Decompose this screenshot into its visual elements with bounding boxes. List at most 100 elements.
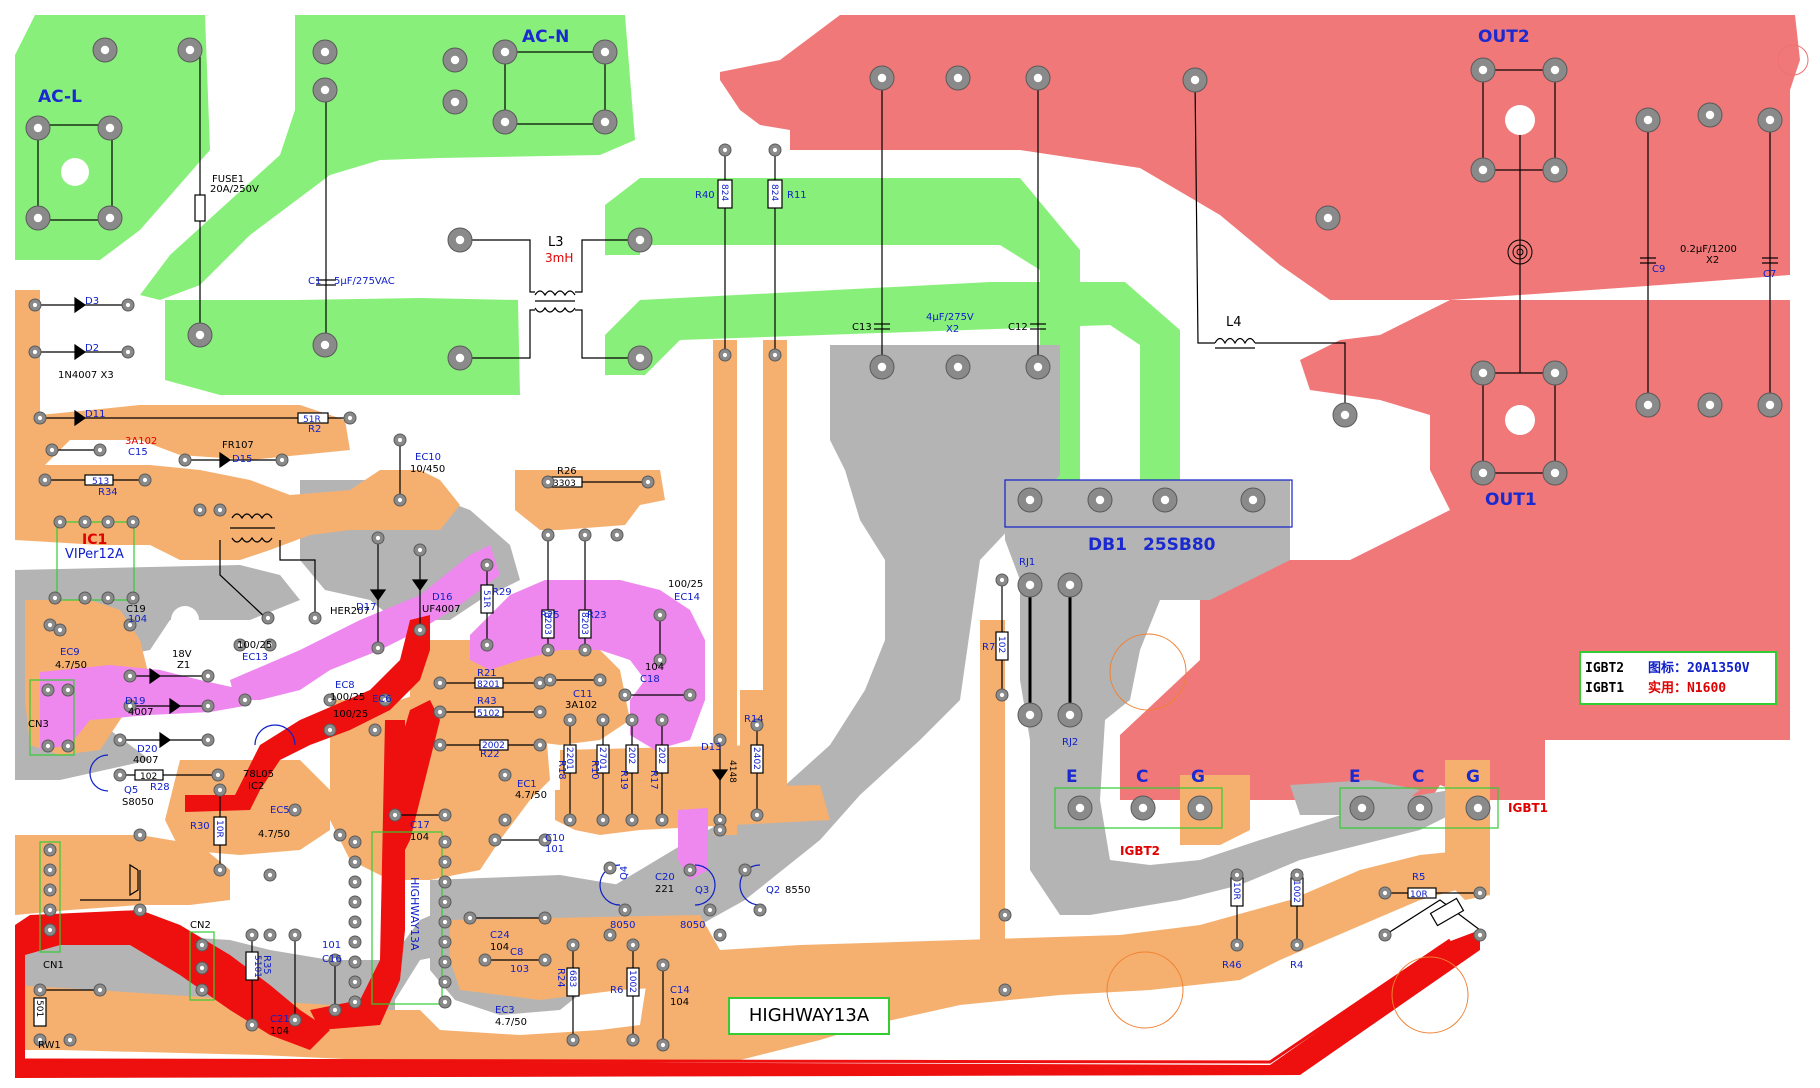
r18-val: 2201 xyxy=(564,747,574,770)
magenta-mid xyxy=(230,545,500,700)
l3-val: 3mH xyxy=(545,251,573,265)
pad-hole xyxy=(542,915,548,921)
magenta-left xyxy=(40,665,250,750)
q2-val: 8550 xyxy=(785,885,810,896)
r30-val: 10R xyxy=(214,820,224,838)
r29-body xyxy=(480,584,494,614)
pad-hole xyxy=(1033,73,1043,83)
ec3-val: 4.7/50 xyxy=(495,1017,527,1028)
r14-body xyxy=(750,744,764,774)
pad-hole xyxy=(327,727,333,733)
r5-label: R5 xyxy=(1412,872,1425,883)
pad-hole xyxy=(455,353,465,363)
pad-hole xyxy=(437,680,443,686)
q2-outline xyxy=(739,864,761,906)
l4-coil xyxy=(1214,337,1256,345)
d2-d3-val: 1N4007 X3 xyxy=(58,370,114,381)
pad-hole xyxy=(1477,890,1483,896)
r7-val: 102 xyxy=(996,636,1006,653)
pad-hole xyxy=(545,479,551,485)
pad-hole xyxy=(1248,495,1258,505)
orange-r7-column xyxy=(980,620,1005,990)
pad-hole xyxy=(82,595,88,601)
pad-hole xyxy=(279,457,285,463)
pad-hole xyxy=(199,965,205,971)
pad-hole xyxy=(242,697,248,703)
magenta-right xyxy=(470,580,705,750)
cn3-outline xyxy=(29,679,75,756)
d16-label: D16 xyxy=(432,592,452,603)
pad-hole xyxy=(1478,368,1488,378)
pad-hole xyxy=(600,117,610,127)
green-copper-ac xyxy=(15,15,1180,525)
legend-row-1-key: 图标： xyxy=(1647,661,1687,676)
pad-hole xyxy=(635,235,645,245)
ec1-label: EC1 xyxy=(517,779,537,790)
r25-label: R25 xyxy=(540,610,560,621)
target-symbol xyxy=(1507,239,1533,265)
l3-right-pour-top xyxy=(605,178,1080,525)
pad-hole xyxy=(717,817,723,823)
r40-label: R40 xyxy=(695,190,715,201)
c1-label: C1 xyxy=(308,276,321,287)
pad-hole xyxy=(442,979,448,985)
ac-l-connector-outline xyxy=(37,124,113,221)
d20-val: 4007 xyxy=(133,755,158,766)
ec10-val: 10/450 xyxy=(410,464,445,475)
pad-hole xyxy=(1234,942,1240,948)
legend-row-1-val: 20A1350V xyxy=(1686,661,1750,676)
pad-hole xyxy=(1382,932,1388,938)
c10-val: 101 xyxy=(545,844,564,855)
aux-transformer-wire-2 xyxy=(279,540,316,620)
r7-label: R7 xyxy=(982,642,995,653)
c13-label: C13 xyxy=(852,322,872,333)
ec5-label: EC5 xyxy=(270,805,290,816)
pad-hole xyxy=(105,123,115,133)
c16-val: 101 xyxy=(322,940,341,951)
r28-val: 102 xyxy=(140,772,157,782)
pad-hole xyxy=(657,612,663,618)
pad-hole xyxy=(537,742,543,748)
ac-n-pour xyxy=(140,15,635,300)
pad-hole xyxy=(660,962,666,968)
pad-hole xyxy=(67,1037,73,1043)
pad-hole xyxy=(1478,468,1488,478)
c13-c12-val: 4μF/275V xyxy=(926,312,974,323)
pad-hole xyxy=(600,47,610,57)
ic2-label: IC2 xyxy=(248,781,264,792)
orange-cn1-block xyxy=(15,835,230,915)
hole-out2-white xyxy=(1505,105,1535,135)
pad-hole xyxy=(742,867,748,873)
pad-hole xyxy=(1478,165,1488,175)
out1-connector-outline xyxy=(1482,372,1556,474)
pad-hole xyxy=(37,415,43,421)
hole-ic-white xyxy=(171,606,199,634)
pad-hole xyxy=(199,987,205,993)
igbt1-outline xyxy=(1339,787,1499,829)
pad-hole xyxy=(127,703,133,709)
pad-hole xyxy=(1025,710,1035,720)
aux-transformer-wire xyxy=(219,540,269,621)
pad-hole xyxy=(37,987,43,993)
r22-val: 2002 xyxy=(482,741,505,751)
c21-label: C21 xyxy=(270,1014,290,1025)
pad-hole xyxy=(657,657,663,663)
pad-hole xyxy=(717,737,723,743)
r26-label: R26 xyxy=(557,466,577,477)
r46-val: 10R xyxy=(1231,882,1241,900)
pad-hole xyxy=(542,837,548,843)
pad-hole xyxy=(622,907,628,913)
pad-hole xyxy=(442,899,448,905)
pad-hole xyxy=(442,999,448,1005)
pad-hole xyxy=(635,353,645,363)
pad-hole xyxy=(382,697,388,703)
orange-q-upper xyxy=(560,745,780,795)
hole-mid-2 xyxy=(1106,951,1184,1029)
out2-connector-outline xyxy=(1482,69,1556,171)
c21-val: 104 xyxy=(270,1026,289,1037)
igbt2-outline xyxy=(1054,787,1223,829)
r34-val: 513 xyxy=(92,477,109,487)
c7-label: C7 xyxy=(1763,269,1776,280)
pad-hole xyxy=(97,987,103,993)
